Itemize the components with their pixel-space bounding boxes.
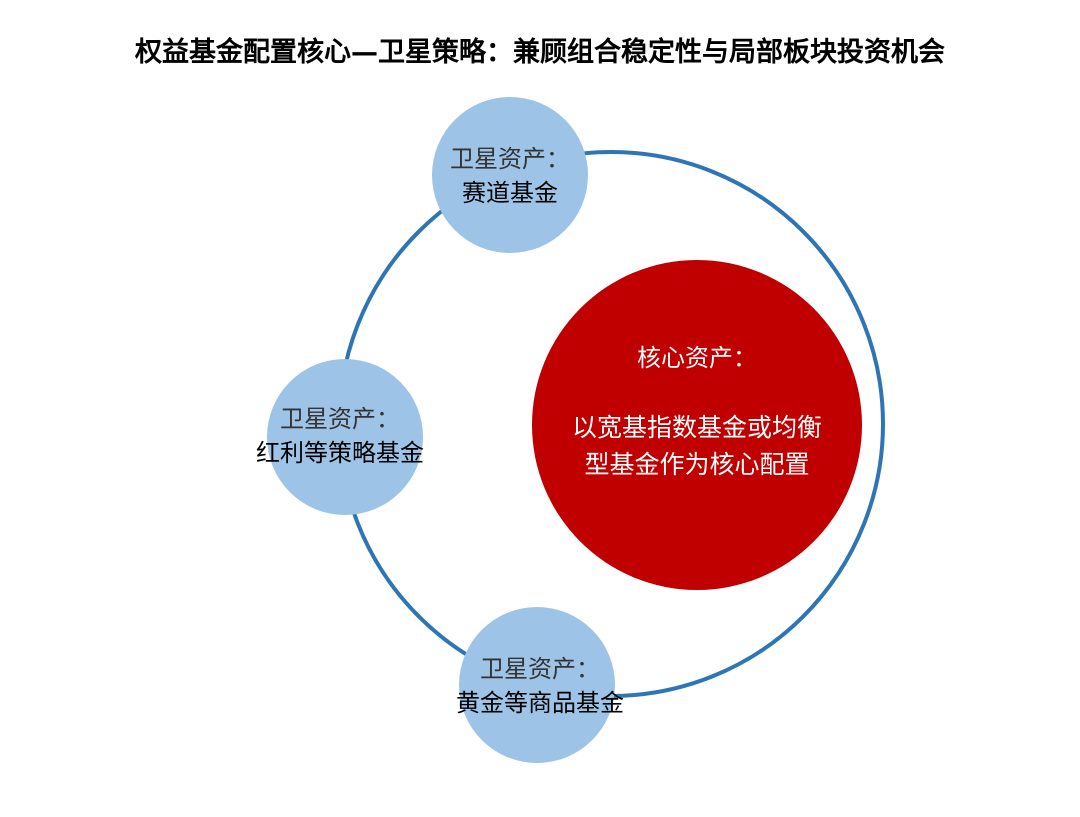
satellite-heading: 卫星资产： — [450, 145, 570, 173]
core-circle — [532, 260, 862, 590]
satellite-label-dividend: 卫星资产： 红利等策略基金 — [256, 402, 424, 470]
satellite-circle-dividend — [267, 359, 423, 515]
core-line-1: 以宽基指数基金或均衡 — [571, 413, 823, 442]
satellite-name: 黄金等商品基金 — [456, 689, 624, 717]
satellite-heading: 卫星资产： — [480, 655, 600, 683]
page-title: 权益基金配置核心—卫星策略：兼顾组合稳定性与局部板块投资机会 — [135, 37, 945, 68]
core-heading: 核心资产： — [637, 344, 757, 372]
core-line-2: 型基金作为核心配置 — [584, 450, 810, 479]
satellite-label-sector: 卫星资产： 赛道基金 — [450, 142, 570, 210]
satellite-circle-sector — [432, 97, 588, 253]
satellite-heading: 卫星资产： — [280, 405, 400, 433]
satellite-circle-commodity — [459, 607, 615, 763]
satellite-name: 赛道基金 — [462, 179, 558, 207]
satellite-label-commodity: 卫星资产： 黄金等商品基金 — [456, 652, 624, 720]
satellite-name: 红利等策略基金 — [256, 439, 424, 467]
